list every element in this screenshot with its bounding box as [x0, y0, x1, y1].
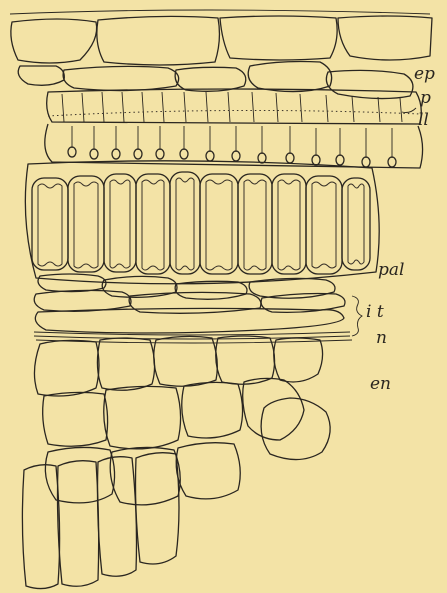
label-leader-line [402, 108, 416, 113]
label-pal: pal [378, 262, 404, 279]
palisade-outer-row [45, 89, 423, 168]
label-n: n [376, 330, 387, 347]
label-ll: ll [418, 112, 429, 129]
label-p: p [420, 90, 431, 107]
epidermis-layer [10, 10, 432, 99]
label-it: i t [366, 304, 384, 321]
palisade-tall-cells [25, 161, 379, 284]
endodermis-cells [34, 336, 330, 505]
label-en: en [370, 376, 391, 393]
label-ep: ep [414, 66, 435, 83]
inner-thin-layers [34, 274, 362, 343]
